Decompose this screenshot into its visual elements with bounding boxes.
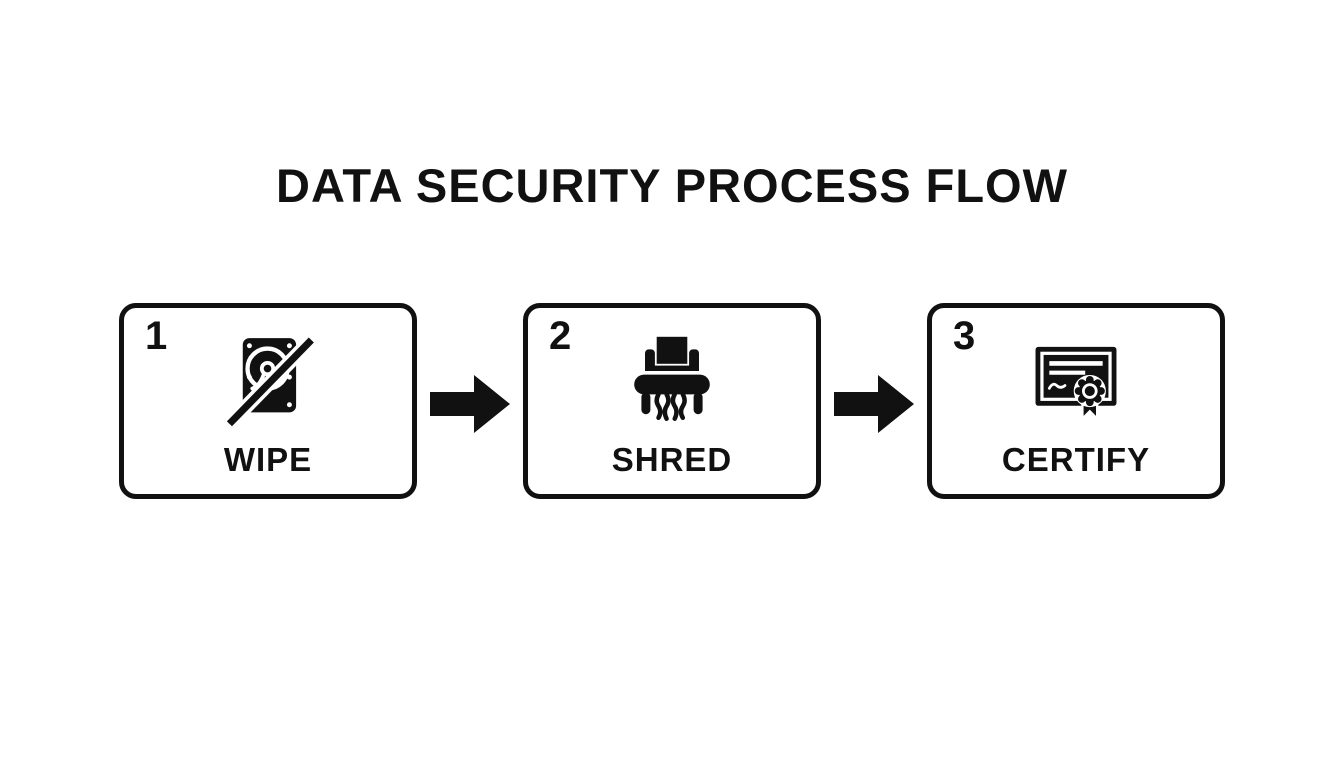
process-flow: 1 WIPE: [0, 303, 1344, 499]
arrow-right-icon: [430, 375, 510, 433]
diagram-title: DATA SECURITY PROCESS FLOW: [276, 159, 1068, 212]
shredder-icon: [528, 330, 816, 430]
certificate-seal-icon: [932, 330, 1220, 430]
step-number: 1: [145, 314, 168, 358]
step-label: SHRED: [611, 441, 733, 478]
step-box-shred: 2 SHRED: [523, 303, 821, 499]
step-label: WIPE: [223, 441, 313, 478]
hard-drive-wipe-icon: [124, 330, 412, 430]
step-number: 2: [549, 314, 572, 358]
step-label: CERTIFY: [1001, 441, 1151, 478]
step-box-wipe: 1 WIPE: [119, 303, 417, 499]
step-box-certify: 3: [927, 303, 1225, 499]
arrow-right-icon: [834, 375, 914, 433]
step-number: 3: [953, 314, 976, 358]
